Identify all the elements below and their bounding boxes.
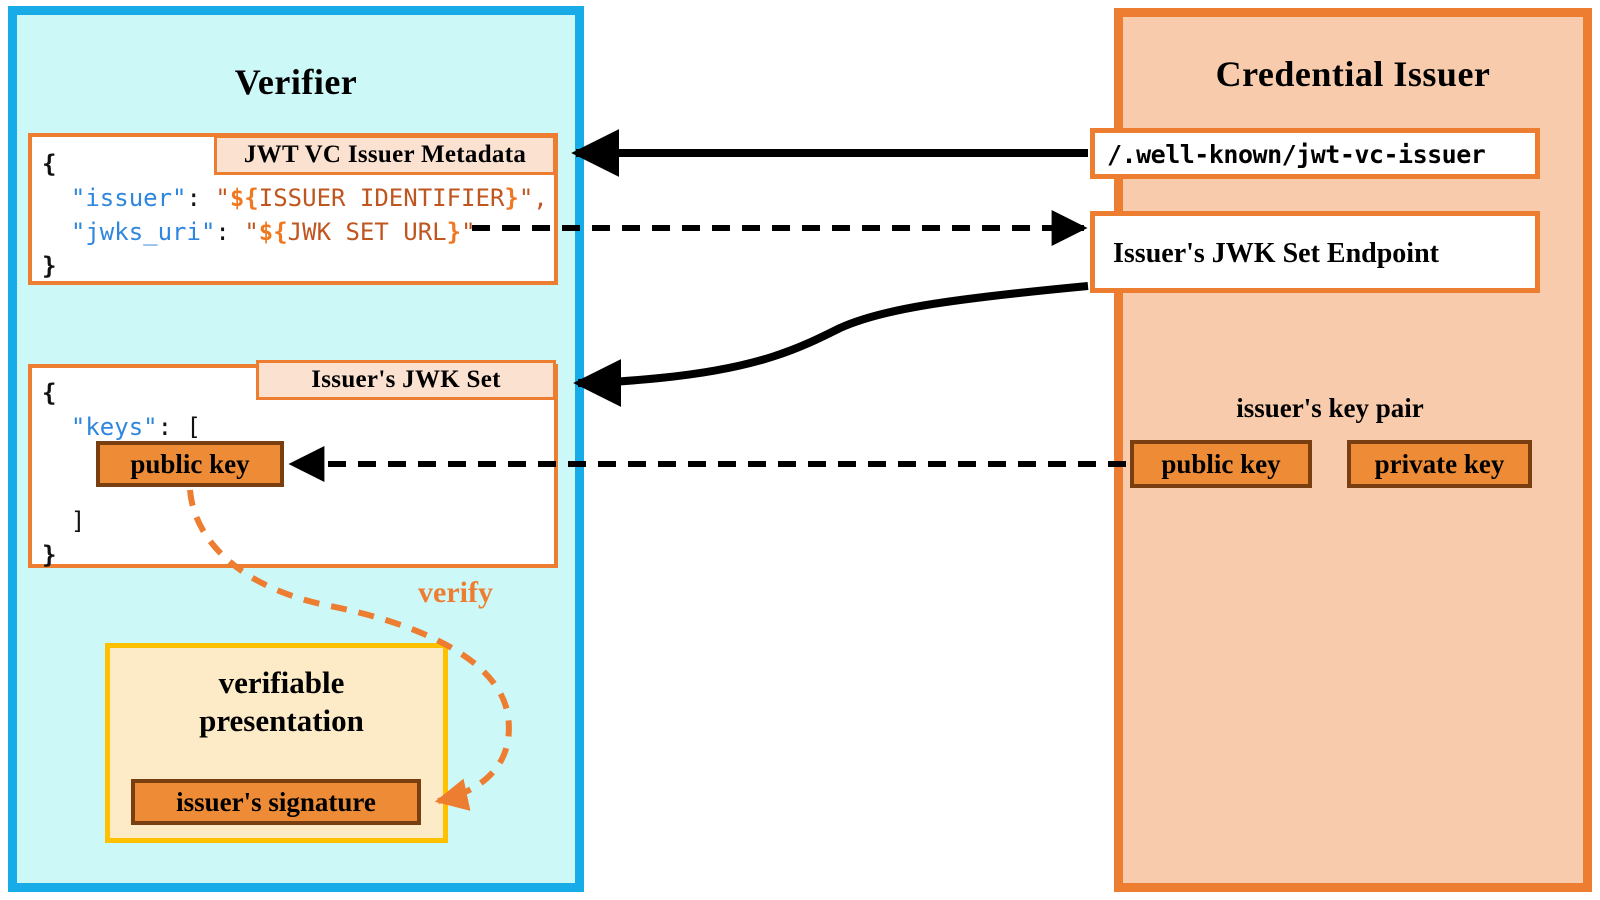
metadata-json-code: { "issuer": "${ISSUER IDENTIFIER}", "jwk… (42, 147, 548, 283)
code-token: ${ (258, 218, 288, 246)
code-token: " (215, 184, 230, 212)
issuers-signature-chip: issuer's signature (131, 779, 421, 825)
well-known-endpoint-box: /.well-known/jwt-vc-issuer (1090, 128, 1540, 179)
code-token: ${ (229, 184, 259, 212)
credential-issuer-title: Credential Issuer (1215, 54, 1491, 94)
code-token (42, 218, 71, 246)
vp-label-line2: presentation (199, 703, 364, 738)
jwkset-json-code-bottom: ] } (42, 504, 85, 572)
code-token: "keys" (70, 413, 158, 441)
verifiable-presentation-label: verifiable presentation (110, 664, 453, 740)
code-token: "jwks_uri" (70, 218, 216, 246)
jwk-set-endpoint-text: Issuer's JWK Set Endpoint (1113, 238, 1439, 269)
issuers-jwk-set-label: Issuer's JWK Set (256, 360, 556, 400)
verify-caption: verify (418, 576, 493, 609)
verifier-title: Verifier (234, 62, 358, 102)
vp-label-line1: verifiable (218, 665, 345, 700)
code-token: } (446, 218, 462, 246)
code-token: ", (518, 184, 548, 212)
code-token (42, 184, 71, 212)
well-known-endpoint-text: /.well-known/jwt-vc-issuer (1107, 140, 1486, 169)
code-token: { (42, 150, 57, 178)
code-token: ] (42, 507, 86, 535)
issuer-private-key-chip: private key (1347, 440, 1532, 488)
jwkset-json-code-top: { "keys": [ (42, 376, 201, 444)
code-token: "issuer" (70, 184, 187, 212)
issuer-public-key-chip: public key (1130, 440, 1312, 488)
code-token: } (504, 184, 519, 212)
code-token (42, 413, 71, 441)
code-token: JWK SET URL (287, 218, 447, 246)
jwt-vc-issuer-metadata-label: JWT VC Issuer Metadata (214, 135, 556, 175)
code-token: : [ (157, 413, 201, 441)
code-token: : (215, 218, 245, 246)
code-token: { (42, 379, 57, 407)
code-token: : (186, 184, 216, 212)
code-token: ISSUER IDENTIFIER (258, 184, 505, 212)
verifier-public-key-chip: public key (96, 441, 284, 487)
code-token: } (42, 541, 57, 569)
code-token: } (42, 252, 57, 280)
issuers-key-pair-label: issuer's key pair (1236, 393, 1424, 423)
arrow-endpoint-to-jwkset (573, 282, 1089, 407)
jwk-set-endpoint-box: Issuer's JWK Set Endpoint (1090, 211, 1540, 293)
code-token: " (461, 218, 476, 246)
code-token: " (244, 218, 259, 246)
